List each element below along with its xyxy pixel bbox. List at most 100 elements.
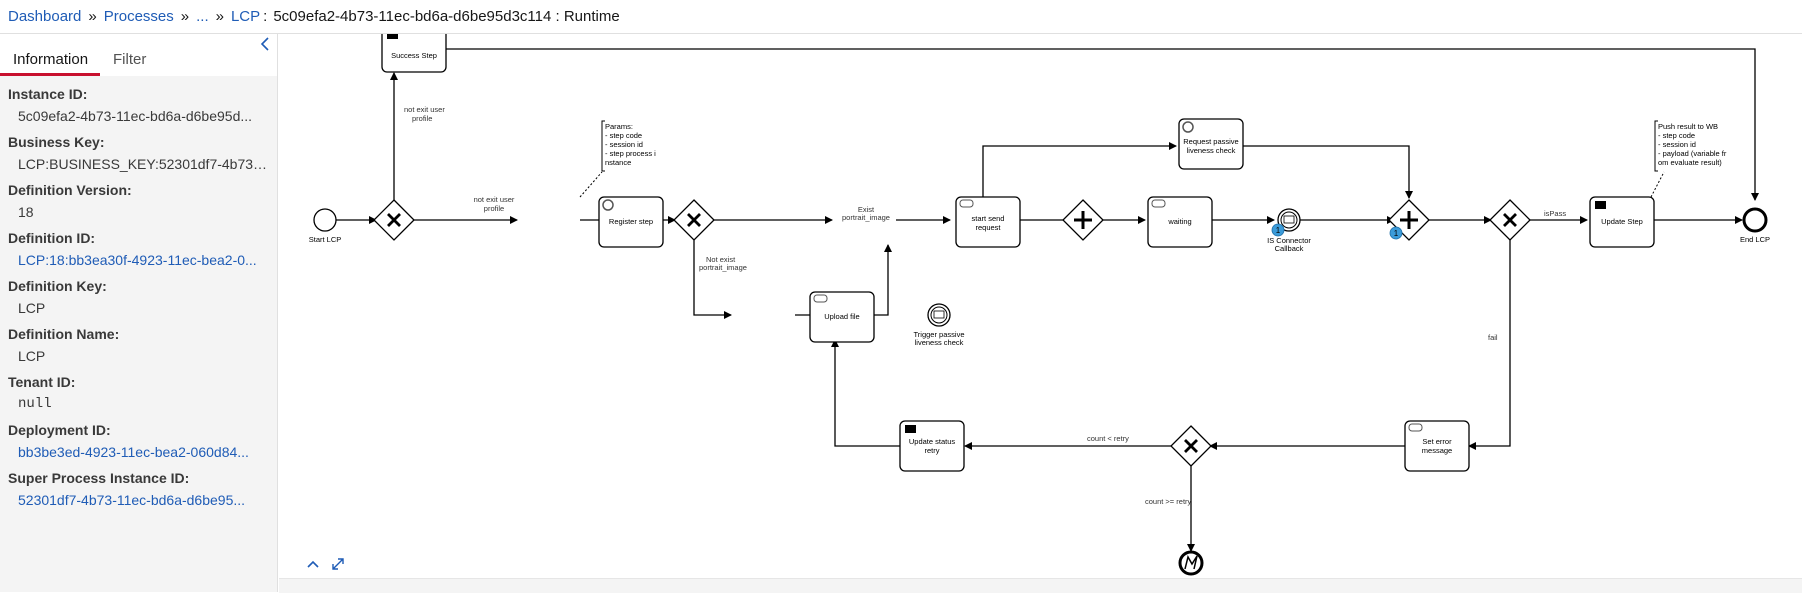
instance-count-badge[interactable]: 1 [1389,226,1403,240]
field-label: Super Process Instance ID: [8,470,190,486]
super-process-instance-link[interactable]: 52301df7-4b73-11ec-bd6a-d6be95... [18,492,246,508]
task-set-error-message[interactable]: Set error message [1404,420,1470,472]
field-label: Instance ID: [8,86,88,102]
task-update-status-retry[interactable]: Update status retry [899,420,965,472]
flow [982,142,1177,200]
exclusive-gateway[interactable] [673,199,715,241]
collapse-sidebar-icon[interactable] [259,36,271,57]
flow [1468,240,1511,450]
exclusive-gateway[interactable] [1170,425,1212,467]
task-update-step[interactable]: Update Step [1589,196,1655,248]
annotation-line: nstance [605,158,631,167]
task-register-step[interactable]: Register step [598,196,664,248]
flow-label: Exist [858,205,875,214]
field-value: 5c09efa2-4b73-11ec-bd6a-d6be95d... [18,108,253,124]
event-label: Trigger passive [914,330,965,339]
bpmn-canvas[interactable]: Start LCP End LCP Success Step Register … [279,34,1802,592]
task-label: retry [925,446,940,455]
task-label: start send [972,214,1005,223]
task-label: Set error [1422,437,1452,446]
associations [579,171,1665,198]
flow-label: not exit user [404,105,445,114]
flow-label: portrait_image [842,213,890,222]
sidebar-tabs: Information Filter [0,34,277,76]
field-label: Definition Key: [8,278,107,294]
start-event[interactable] [313,208,337,232]
toggle-icon [1408,423,1423,432]
field-deployment-id: Deployment ID: bb3be3ed-4923-11ec-bea2-0… [0,422,277,460]
task-label: waiting [1167,217,1191,226]
breadcrumb-current: 5c09efa2-4b73-11ec-bd6a-d6be95d3c114 : R… [273,8,620,25]
annotation-line: Params: [605,122,633,131]
breadcrumb-ellipsis[interactable]: ... [196,8,209,25]
intermediate-message-event[interactable]: IS Connector Callback [1267,208,1311,253]
parallel-gateway[interactable] [1062,199,1104,241]
badge-count: 1 [1276,226,1281,235]
flow-label: profile [412,114,432,123]
task-request-passive-liveness[interactable]: Request passive liveness check [1178,118,1244,170]
deployment-id-link[interactable]: bb3be3ed-4923-11ec-bea2-060d84... [18,444,249,460]
task-label: Success Step [391,51,437,60]
envelope-icon [1283,215,1295,224]
task-start-send-request[interactable]: start send request [955,196,1021,248]
tab-filter[interactable]: Filter [113,51,147,68]
breadcrumb-dashboard[interactable]: Dashboard [8,8,82,25]
envelope-icon [933,310,945,319]
flow-label: isPass [1544,209,1566,218]
error-end-event[interactable] [1178,550,1204,576]
field-label: Tenant ID: [8,374,76,390]
end-event[interactable] [1742,207,1768,233]
field-value: LCP [18,348,46,364]
flow [1240,145,1413,199]
association [1650,171,1665,198]
flow [423,48,1759,201]
text-annotation-params[interactable]: Params: - step code - session id - step … [601,120,656,172]
field-definition-id: Definition ID: LCP:18:bb3ea30f-4923-11ec… [0,230,277,268]
gear-icon [602,199,614,211]
exclusive-gateway[interactable] [373,199,415,241]
toggle-icon [813,294,828,303]
field-business-key: Business Key: LCP:BUSINESS_KEY:52301df7-… [0,134,277,172]
task-success-step[interactable]: Success Step [381,34,447,73]
task-waiting[interactable]: waiting [1147,196,1213,248]
fullscreen-icon[interactable] [331,557,345,574]
gear-icon [1182,121,1194,133]
field-definition-version: Definition Version: 18 [0,182,277,220]
tab-information[interactable]: Information [0,51,100,76]
field-value: null [18,396,52,412]
event-label: Callback [1275,244,1304,253]
field-definition-key: Definition Key: LCP [0,278,277,316]
field-label: Business Key: [8,134,105,150]
end-event-label: End LCP [1740,235,1770,244]
field-label: Definition ID: [8,230,96,246]
flow-label: count < retry [1087,434,1129,443]
task-label: Request passive [1183,137,1238,146]
send-icon [905,425,916,433]
exclusive-gateway[interactable] [1489,199,1531,241]
task-label: request [975,223,1001,232]
field-label: Deployment ID: [8,422,111,438]
breadcrumb-separator: » [88,8,97,25]
breadcrumb-lcp[interactable]: LCP [230,8,261,25]
flow-label: not exit user [474,195,515,204]
field-definition-name: Definition Name: LCP [0,326,277,364]
event-label: IS Connector [1267,236,1311,245]
flow-labels: not exit user profile not exit user prof… [404,105,1566,506]
breadcrumb: Dashboard » Processes » ... » LCP : 5c09… [0,0,1802,34]
field-super-process-instance-id: Super Process Instance ID: 52301df7-4b73… [0,470,277,508]
scroll-up-icon[interactable] [307,556,319,572]
task-upload-file[interactable]: Upload file [809,291,875,343]
toggle-icon [1151,199,1166,208]
intermediate-message-event[interactable]: Trigger passive liveness check [914,303,965,347]
breadcrumb-processes[interactable]: Processes [103,8,174,25]
field-label: Definition Version: [8,182,132,198]
task-label: Register step [609,217,653,226]
flow-label: Not exist [706,255,736,264]
breadcrumb-separator: » [215,8,224,25]
send-icon [387,34,398,39]
horizontal-scrollbar[interactable] [279,578,1802,593]
text-annotation-push-result[interactable]: Push result to WB - step code - session … [1654,120,1727,172]
definition-id-link[interactable]: LCP:18:bb3ea30f-4923-11ec-bea2-0... [18,252,257,268]
instance-count-badge[interactable]: 1 [1271,223,1285,237]
sequence-flows [325,48,1759,552]
